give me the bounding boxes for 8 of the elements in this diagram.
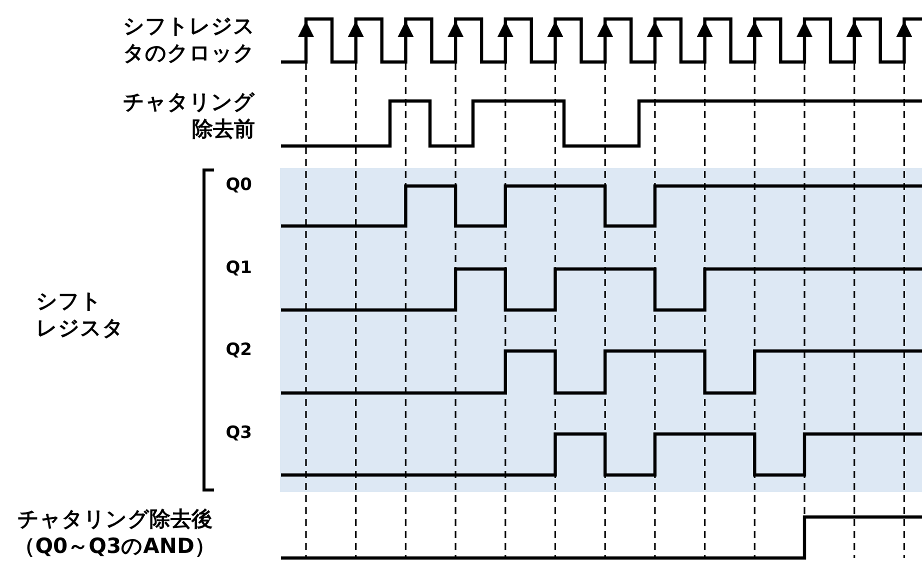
signal-label: Q3 bbox=[224, 422, 252, 445]
signal-label: シフトレジスタのクロック bbox=[122, 13, 255, 67]
signal-label: Q1 bbox=[224, 257, 252, 280]
signal-label: シフトレジスタ bbox=[36, 288, 125, 342]
signal-label: チャタリング除去後（Q0～Q3のAND） bbox=[14, 506, 216, 560]
signal-label: Q2 bbox=[224, 339, 252, 362]
signal-label: Q0 bbox=[224, 174, 252, 197]
signal-label: チャタリング除去前 bbox=[122, 89, 255, 143]
